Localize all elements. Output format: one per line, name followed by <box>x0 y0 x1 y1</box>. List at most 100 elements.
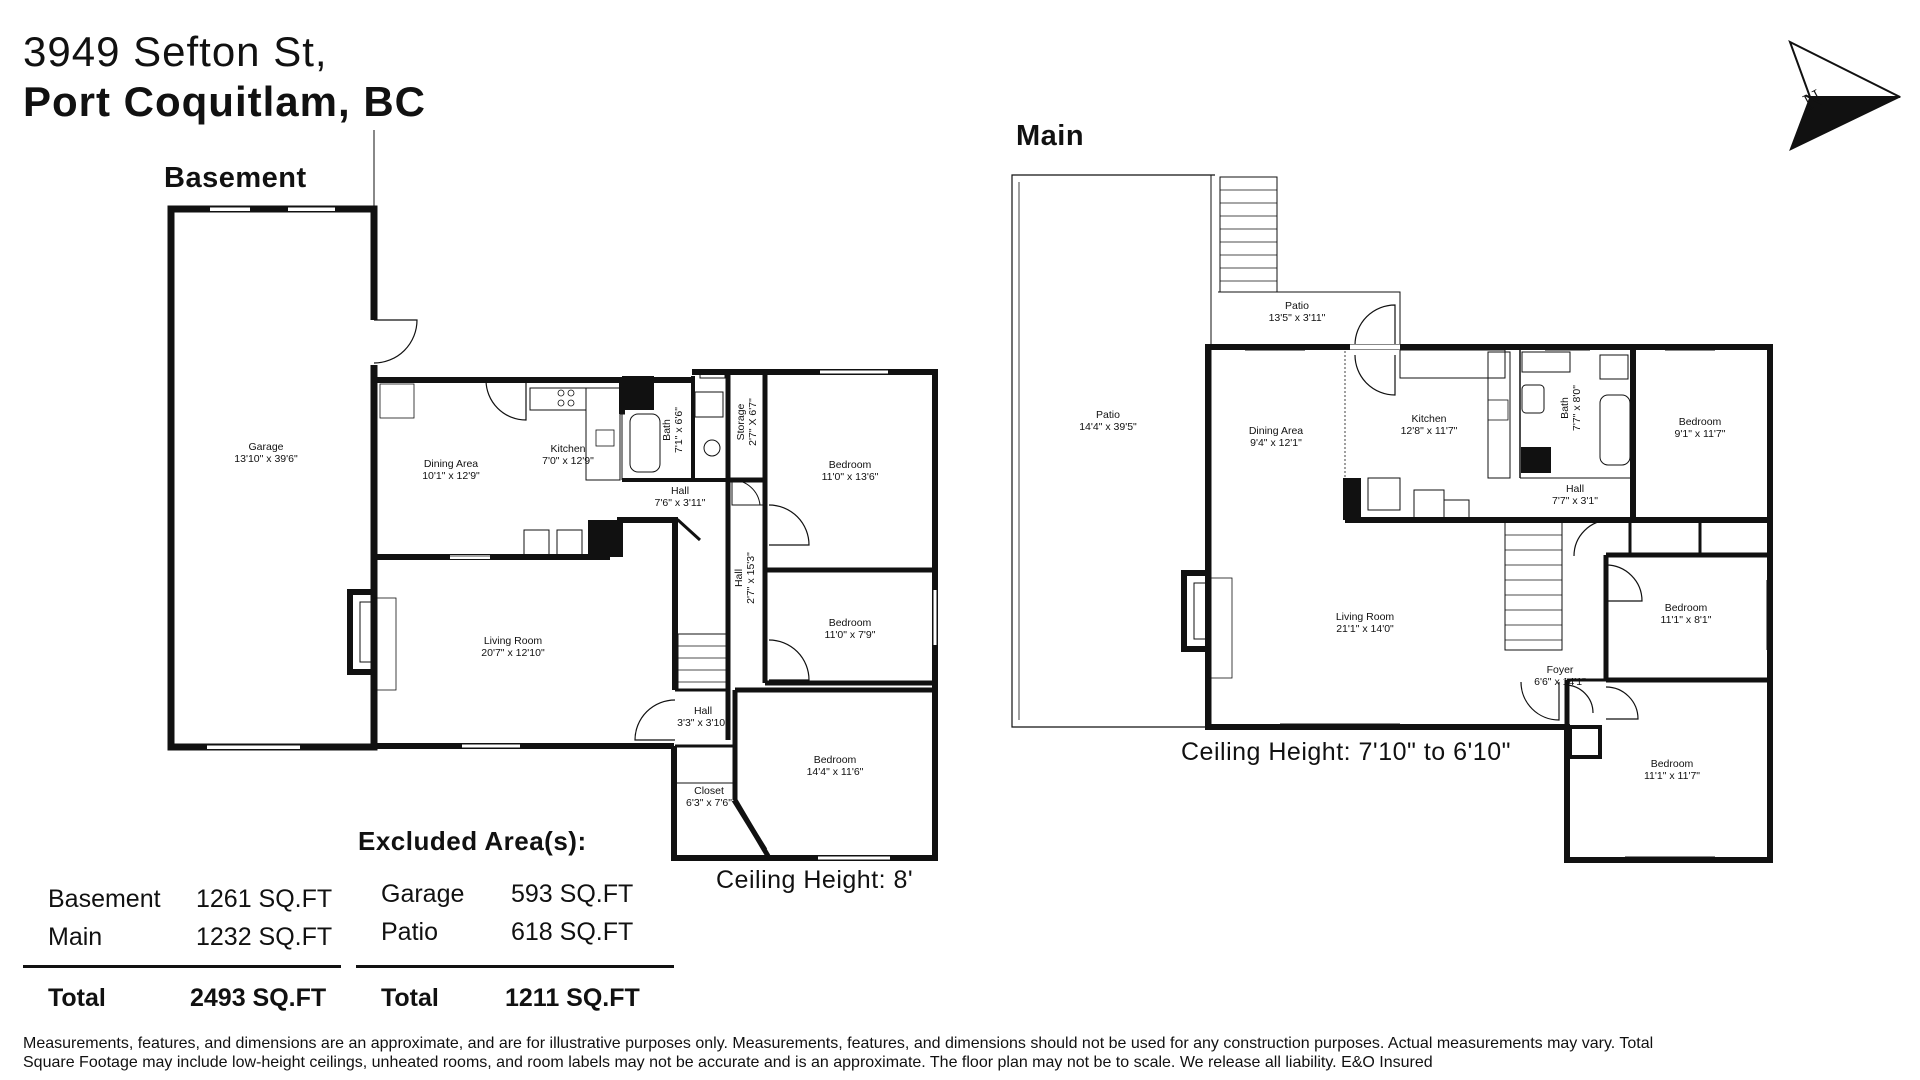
room-name: Kitchen <box>550 443 585 455</box>
area-total-value: 2493 SQ.FT <box>190 984 327 1012</box>
room-dimensions: 21'1" x 14'0" <box>1336 623 1394 635</box>
address-line-2: Port Coquitlam, BC <box>23 78 426 125</box>
divider <box>23 965 341 968</box>
room-dimensions: 7'7" x 3'1" <box>1552 495 1598 507</box>
excluded-summary: Garage 593 SQ.FT Patio 618 SQ.FT <box>381 875 633 951</box>
excluded-label: Patio <box>381 917 438 946</box>
room-dimensions: 10'1" x 12'9" <box>422 470 480 482</box>
room-dimensions: 14'4" x 39'5" <box>1079 421 1137 433</box>
room-name: Patio <box>1285 300 1309 312</box>
area-value: 1232 SQ.FT <box>196 922 333 951</box>
room-name: Garage <box>248 441 283 453</box>
excluded-title: Excluded Area(s): <box>358 826 587 856</box>
room-dimensions: 9'1" x 11'7" <box>1675 428 1726 440</box>
room-dimensions: 2'7" x 15'3" <box>745 552 757 604</box>
excluded-value: 618 SQ.FT <box>511 917 634 946</box>
basement-garage-walls <box>167 205 378 751</box>
area-label: Main <box>48 922 103 951</box>
room-dimensions: 13'5" x 3'11" <box>1269 312 1326 324</box>
room-name: Hall <box>671 485 689 497</box>
room-dimensions: 20'7" x 12'10" <box>481 647 545 659</box>
area-total-label: Total <box>48 984 106 1012</box>
room-name: Hall <box>1566 483 1584 495</box>
main-plan <box>1011 174 1773 863</box>
area-value: 1261 SQ.FT <box>196 884 333 913</box>
address-line-1: 3949 Sefton St, <box>23 28 328 75</box>
room-name: Bath <box>661 419 673 441</box>
excluded-total-value: 1211 SQ.FT <box>505 984 640 1012</box>
area-row-main: Main 1232 SQ.FT <box>48 918 332 956</box>
main-title: Main <box>1016 120 1085 152</box>
excluded-value: 593 SQ.FT <box>511 879 634 908</box>
room-dimensions: 6'6" x 14'1" <box>1534 676 1586 688</box>
room-name: Bedroom <box>829 459 872 471</box>
area-label: Basement <box>48 884 161 913</box>
disclaimer: Measurements, features, and dimensions a… <box>23 1035 1654 1071</box>
room-name: Living Room <box>484 635 543 647</box>
excluded-row-patio: Patio 618 SQ.FT <box>381 913 633 951</box>
room-name: Living Room <box>1336 611 1395 623</box>
excluded-row-garage: Garage 593 SQ.FT <box>381 875 633 913</box>
room-dimensions: 11'0" x 7'9" <box>825 629 876 641</box>
room-name: Bedroom <box>814 754 857 766</box>
basement-plan <box>167 130 938 861</box>
basement-title: Basement <box>164 162 307 194</box>
room-name: Foyer <box>1547 664 1574 676</box>
room-name: Closet <box>694 785 724 797</box>
room-dimensions: 6'3" x 7'6" <box>686 797 732 809</box>
room-name: Hall <box>733 569 745 587</box>
room-name: Hall <box>694 705 712 717</box>
room-name: Bath <box>1559 397 1571 419</box>
room-name: Kitchen <box>1411 413 1446 425</box>
room-name: Patio <box>1096 409 1120 421</box>
room-dimensions: 2'7" X 6'7" <box>747 398 759 446</box>
excluded-total-label: Total <box>381 984 439 1012</box>
room-name: Bedroom <box>1651 758 1694 770</box>
room-name: Bedroom <box>1665 602 1708 614</box>
room-dimensions: 7'0" x 12'9" <box>542 455 594 467</box>
room-dimensions: 3'3" x 3'10" <box>677 717 729 729</box>
room-dimensions: 7'7" x 8'0" <box>1571 385 1583 431</box>
room-dimensions: 13'10" x 39'6" <box>234 453 298 465</box>
basement-ceiling-height: Ceiling Height: 8' <box>716 866 914 894</box>
room-dimensions: 11'0" x 13'6" <box>822 471 879 483</box>
room-dimensions: 14'4" x 11'6" <box>807 766 864 778</box>
room-name: Storage <box>735 403 747 440</box>
north-arrow-icon: N <box>1788 39 1902 151</box>
room-dimensions: 7'6" x 3'11" <box>655 497 706 509</box>
excluded-label: Garage <box>381 879 465 908</box>
room-name: Dining Area <box>1249 425 1303 437</box>
room-name: Dining Area <box>424 458 478 470</box>
area-summary: Basement 1261 SQ.FT Main 1232 SQ.FT <box>48 880 332 956</box>
main-ceiling-height: Ceiling Height: 7'10" to 6'10" <box>1181 738 1511 766</box>
room-dimensions: 7'1" x 6'6" <box>673 407 685 453</box>
room-name: Bedroom <box>1679 416 1722 428</box>
room-dimensions: 9'4" x 12'1" <box>1250 437 1302 449</box>
room-dimensions: 11'1" x 11'7" <box>1644 770 1700 782</box>
divider <box>356 965 674 968</box>
